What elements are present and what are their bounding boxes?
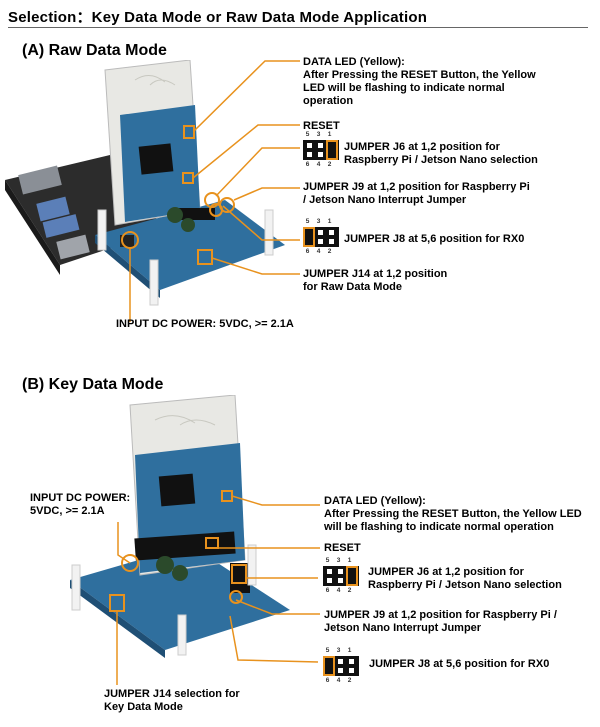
key-power-label: INPUT DC POWER: 5VDC, >= 2.1A bbox=[30, 492, 131, 517]
key-reset-label: RESET bbox=[324, 542, 361, 554]
raw-j14-label: JUMPER J14 at 1,2 position for Raw Data … bbox=[303, 268, 448, 293]
raw-mode-board-illustration bbox=[5, 60, 285, 306]
raw-j9-label: JUMPER J9 at 1,2 position for Raspberry … bbox=[303, 181, 530, 206]
key-j14-label: JUMPER J14 selection for Key Data Mode bbox=[104, 688, 240, 713]
key-mode-heading: (B) Key Data Mode bbox=[22, 376, 164, 393]
raw-mode-heading: (A) Raw Data Mode bbox=[22, 42, 167, 59]
key-j6-label: JUMPER J6 at 1,2 position for Raspberry … bbox=[368, 566, 562, 591]
raw-power-label: INPUT DC POWER: 5VDC, >= 2.1A bbox=[116, 318, 294, 330]
raw-reset-label: RESET bbox=[303, 120, 340, 132]
key-j9-label: JUMPER J9 at 1,2 position for Raspberry … bbox=[324, 609, 557, 634]
raw-j8-label: JUMPER J8 at 5,6 position for RX0 bbox=[344, 233, 525, 245]
key-data-led-label: DATA LED (Yellow): After Pressing the RE… bbox=[324, 495, 582, 533]
page-title: Selection：Key Data Mode or Raw Data Mode… bbox=[8, 9, 428, 26]
raw-data-led-label: DATA LED (Yellow): After Pressing the RE… bbox=[303, 56, 536, 107]
raw-j6-label: JUMPER J6 at 1,2 position for Raspberry … bbox=[344, 141, 538, 166]
key-j8-label: JUMPER J8 at 5,6 position for RX0 bbox=[369, 658, 550, 670]
title-divider bbox=[8, 27, 588, 28]
